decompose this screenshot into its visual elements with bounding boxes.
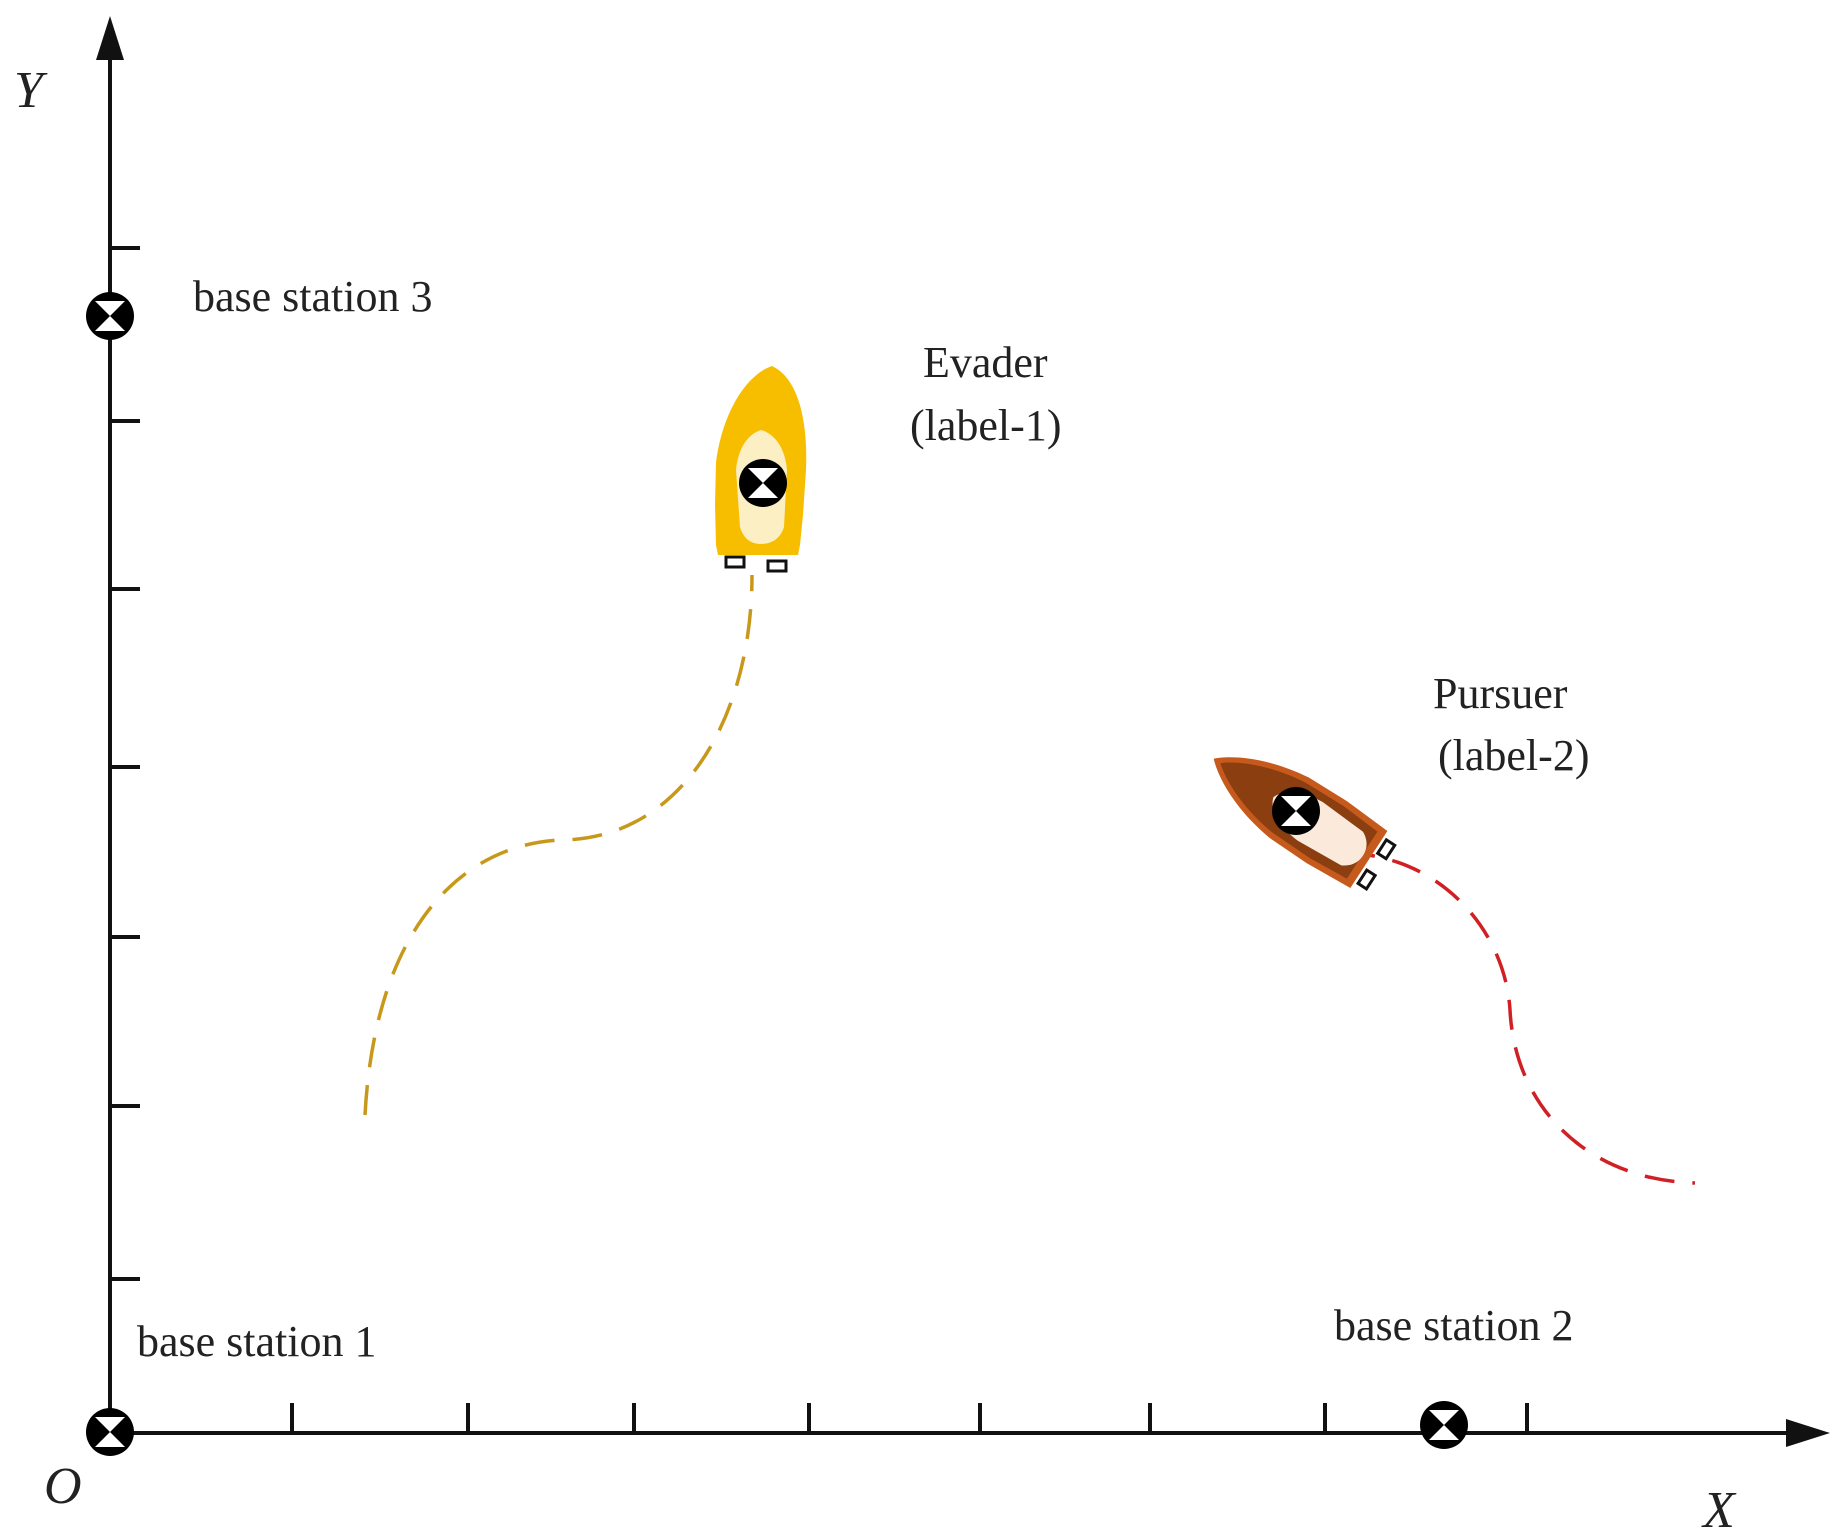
evader-boat-icon	[715, 366, 807, 573]
base-station-2-label: base station 2	[1334, 1301, 1574, 1350]
evader-tag: (label-1)	[910, 401, 1061, 450]
x-axis-label: X	[1701, 1482, 1737, 1539]
evader-marker-icon	[739, 459, 787, 507]
x-axis-ticks	[290, 1403, 1529, 1433]
evader-trajectory	[363, 574, 754, 1116]
base-station-3: base station 3	[86, 272, 433, 340]
y-axis	[96, 16, 140, 1432]
x-axis	[110, 1403, 1830, 1447]
evader-thruster-right-icon	[766, 559, 788, 573]
origin-label: O	[44, 1458, 82, 1515]
evader-name: Evader	[923, 338, 1048, 387]
base-station-1-label: base station 1	[137, 1317, 377, 1366]
base-station-3-label: base station 3	[193, 272, 433, 321]
base-station-3-marker-icon	[86, 292, 134, 340]
base-station-1-marker-icon	[86, 1408, 134, 1456]
pursuer-marker-icon	[1272, 787, 1320, 835]
pursuer-name: Pursuer	[1433, 669, 1568, 718]
base-station-2-marker-icon	[1420, 1401, 1468, 1449]
pursuer-thruster-right-icon	[1375, 837, 1397, 861]
base-station-1: base station 1	[86, 1317, 377, 1456]
pursuer-tag: (label-2)	[1438, 731, 1589, 780]
pursuer-thruster-left-icon	[1355, 867, 1378, 891]
evader-thruster-left-icon	[724, 555, 746, 569]
base-station-2: base station 2	[1334, 1301, 1574, 1449]
y-axis-label: Y	[14, 62, 48, 119]
pursuer-trajectory	[1344, 851, 1696, 1185]
y-axis-ticks	[110, 246, 140, 1281]
